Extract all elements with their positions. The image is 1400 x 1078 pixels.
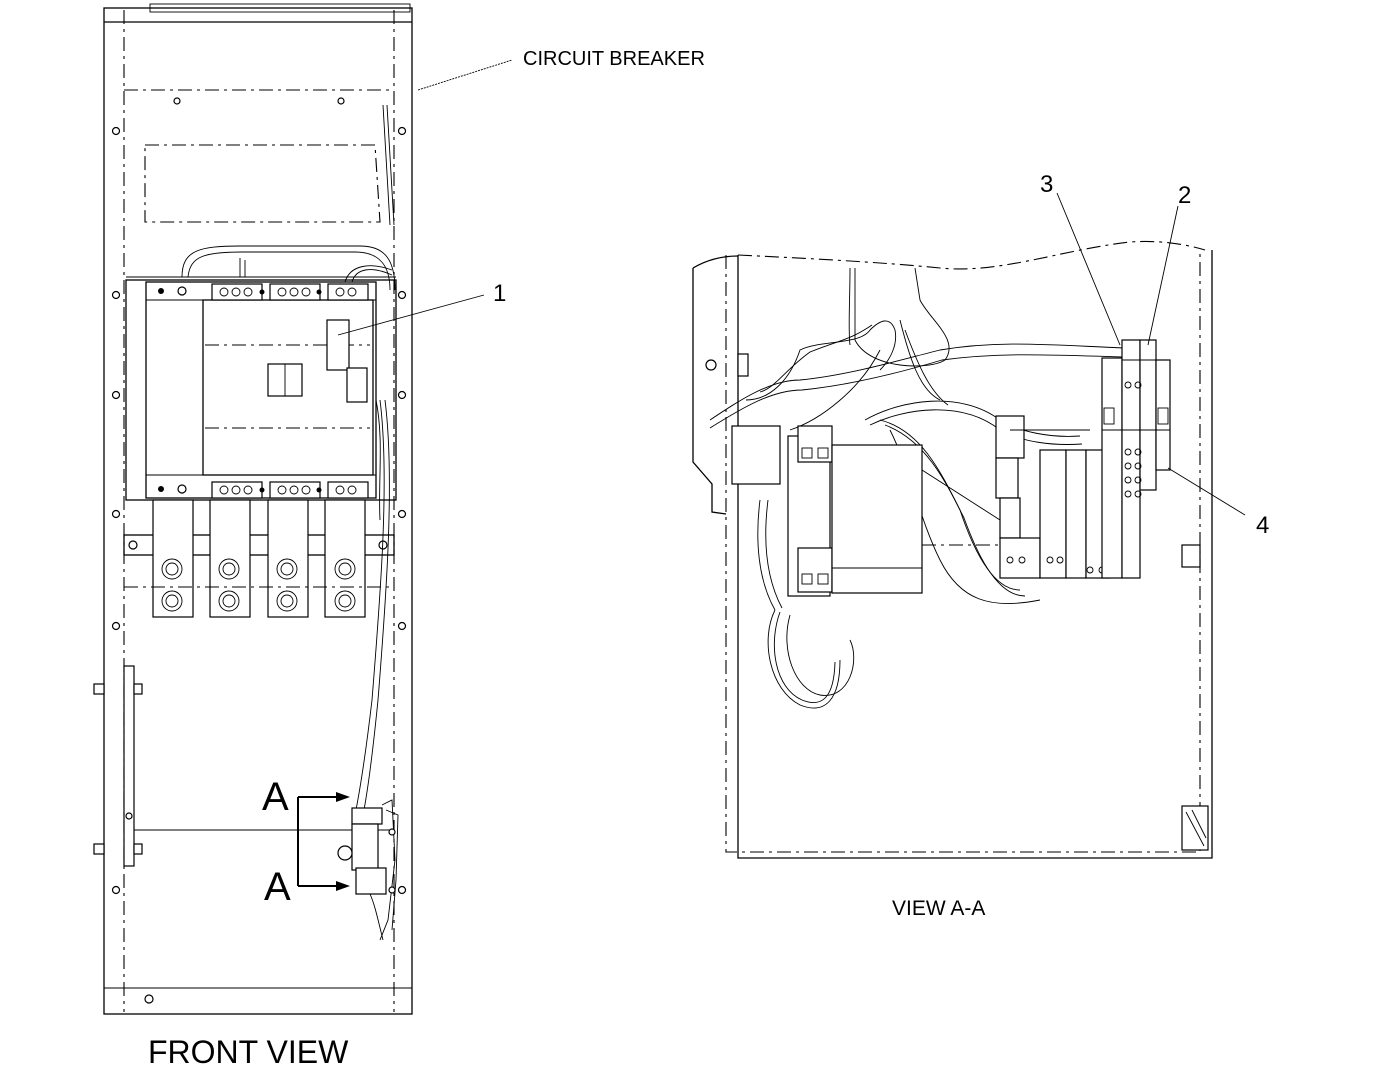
circuit-breaker-label: CIRCUIT BREAKER [523,48,705,70]
callout-2: 2 [1178,182,1191,209]
bus-bars [152,499,366,618]
view-aa-drawing [692,192,1246,859]
callout-1: 1 [493,280,506,307]
section-label-a-top: A [262,775,289,819]
front-view-drawing [93,3,513,1015]
terminal-block-front [337,799,399,941]
view-aa-title: VIEW A-A [892,897,985,920]
section-label-a-bottom: A [264,865,291,909]
section-cut-marks [297,792,350,891]
terminal-stack [1101,339,1171,579]
callout-4: 4 [1256,512,1269,539]
front-view-title: FRONT VIEW [148,1034,349,1070]
bottom-terminals [158,481,369,499]
top-terminals [158,283,369,301]
callout-3: 3 [1040,171,1053,198]
terminal-rail-aa [995,415,1118,579]
